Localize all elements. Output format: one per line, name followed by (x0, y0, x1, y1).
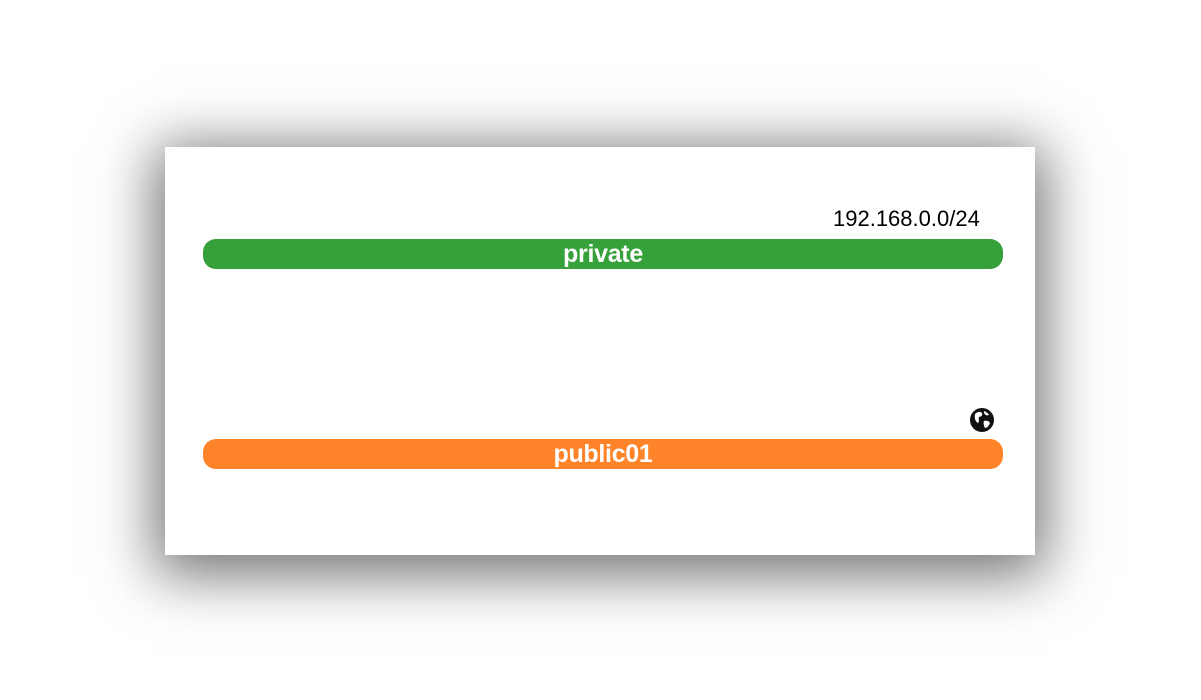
network-label-public01: public01 (553, 440, 653, 468)
network-topology-panel: 192.168.0.0/24 private public01 (165, 147, 1035, 555)
globe-icon (969, 407, 995, 433)
private-network-cidr: 192.168.0.0/24 (833, 206, 980, 231)
network-bar-public01[interactable]: public01 (203, 439, 1003, 469)
network-label-private: private (563, 240, 643, 268)
network-bar-private[interactable]: private (203, 239, 1003, 269)
